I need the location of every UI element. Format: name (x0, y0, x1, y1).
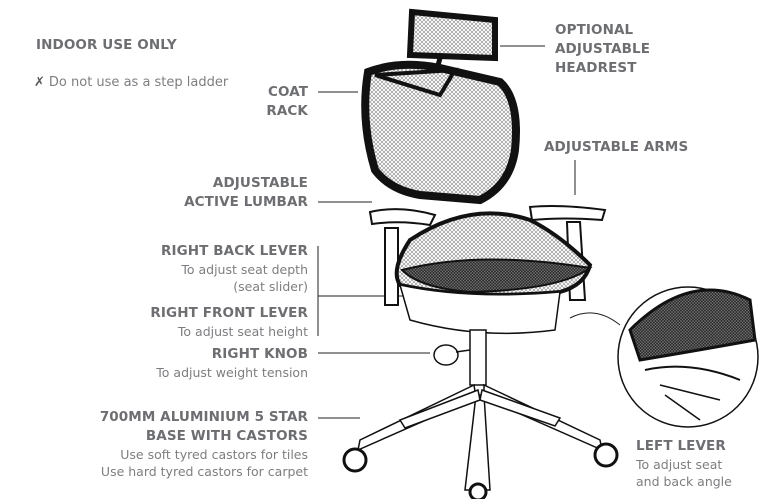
leader-lines (317, 45, 621, 419)
left-lever-detail-inset (617, 286, 759, 428)
left-lever-label: LEFT LEVER To adjust seat and back angle (636, 438, 732, 489)
coat-rack-label: COAT RACK (266, 84, 308, 119)
seat (394, 211, 593, 335)
star-base (356, 383, 604, 491)
right-knob-label: RIGHT KNOB To adjust weight tension (156, 346, 308, 380)
arms-label: ADJUSTABLE ARMS (544, 139, 689, 155)
x-mark-icon: ✗ (34, 75, 45, 90)
base-label: 700MM ALUMINIUM 5 STAR BASE WITH CASTORS… (99, 409, 308, 479)
right-back-lever-label: RIGHT BACK LEVER To adjust seat depth (s… (160, 243, 308, 294)
indoor-use-note: INDOOR USE ONLY (36, 37, 177, 53)
gas-lift (433, 329, 487, 386)
warning-note: ✗Do not use as a step ladder (34, 75, 229, 90)
right-front-lever-label: RIGHT FRONT LEVER To adjust seat height (150, 305, 308, 339)
headrest-label: OPTIONAL ADJUSTABLE HEADREST (555, 22, 651, 76)
backrest (361, 60, 520, 205)
lumbar-label: ADJUSTABLE ACTIVE LUMBAR (184, 175, 308, 210)
castors (342, 442, 619, 499)
